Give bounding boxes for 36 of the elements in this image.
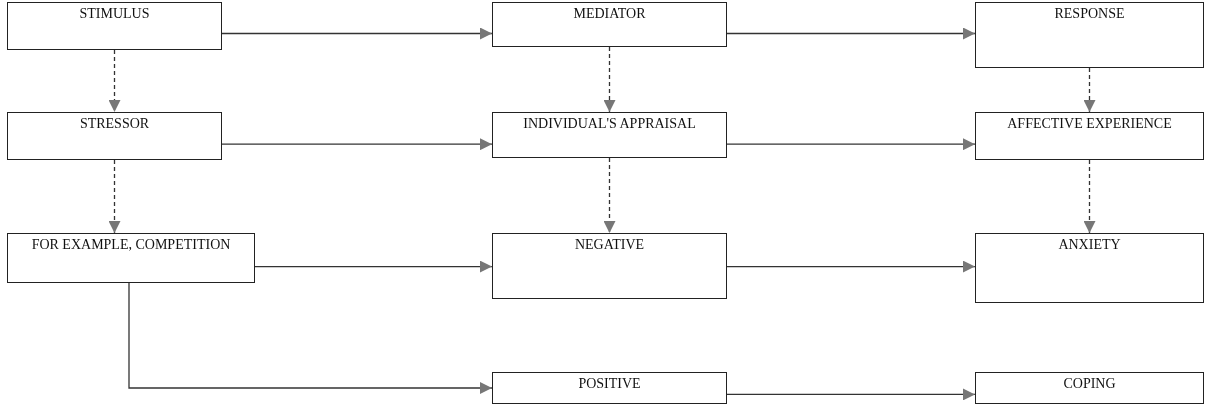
process-box (7, 233, 255, 283)
dashed-arrow (108, 49, 121, 113)
box-label: INDIVIDUAL'S APPRAISAL (522, 116, 697, 133)
dashed-arrow (108, 159, 121, 234)
process-box (7, 2, 222, 50)
box-label: COPING (1062, 376, 1117, 393)
arrow (221, 138, 493, 151)
arrow (221, 27, 493, 40)
dashed-arrow (1083, 159, 1096, 234)
box-label: RESPONSE (1053, 6, 1126, 23)
dashed-arrow (603, 157, 616, 234)
process-box (492, 2, 727, 47)
box-label: FOR EXAMPLE, COMPETITION (30, 237, 232, 254)
box-label: AFFECTIVE EXPERIENCE (1006, 116, 1173, 133)
arrow (254, 260, 493, 273)
process-box (975, 372, 1204, 404)
arrow (726, 138, 976, 151)
process-box (492, 233, 727, 299)
process-box (975, 2, 1204, 68)
arrow (726, 27, 976, 40)
dashed-arrow (1083, 67, 1096, 113)
process-box (975, 112, 1204, 160)
process-box (7, 112, 222, 160)
box-label: MEDIATOR (572, 6, 647, 23)
dashed-arrow (603, 46, 616, 113)
box-label: POSITIVE (577, 376, 642, 393)
box-label: STRESSOR (78, 116, 151, 133)
process-box (492, 372, 727, 404)
process-box (492, 112, 727, 158)
box-label: NEGATIVE (573, 237, 646, 254)
arrow (726, 388, 976, 401)
box-label: ANXIETY (1057, 237, 1122, 254)
process-box (975, 233, 1204, 303)
arrow (128, 282, 493, 394)
box-label: STIMULUS (78, 6, 151, 23)
arrow (726, 260, 976, 273)
